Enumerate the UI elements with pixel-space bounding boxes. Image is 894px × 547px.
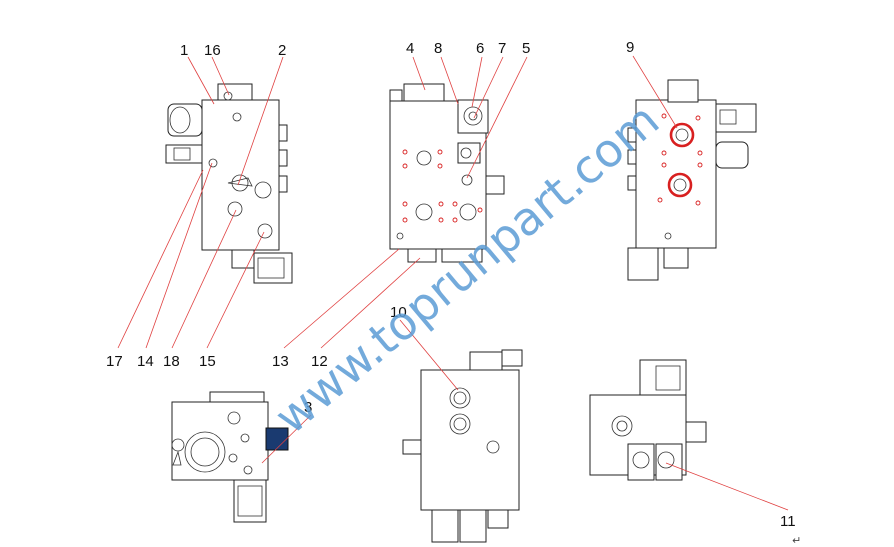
callout-4: 4 [406,40,414,57]
callout-14: 14 [137,353,154,370]
callout-9: 9 [626,39,634,56]
paragraph-mark: ↵ [792,534,801,547]
callout-18: 18 [163,353,180,370]
view-front-left [165,83,293,284]
callout-5: 5 [522,40,530,57]
callout-12: 12 [311,353,328,370]
callout-3: 3 [304,399,312,416]
callout-16: 16 [204,42,221,59]
view-side-center [402,349,523,543]
callout-15: 15 [199,353,216,370]
callout-6: 6 [476,40,484,57]
callout-17: 17 [106,353,123,370]
view-front-center [389,83,505,263]
view-side-right [589,359,707,481]
view-side-left [171,391,289,523]
callout-7: 7 [498,40,506,57]
callout-numbers: 1 16 2 4 8 6 7 5 9 17 14 18 15 13 12 10 … [106,39,796,530]
view-front-right [627,79,757,281]
leader-lines [117,55,789,511]
callout-1: 1 [180,42,188,59]
callout-11: 11 [780,513,796,530]
callout-13: 13 [272,353,289,370]
callout-10: 10 [390,304,407,321]
callout-8: 8 [434,40,442,57]
callout-2: 2 [278,42,286,59]
